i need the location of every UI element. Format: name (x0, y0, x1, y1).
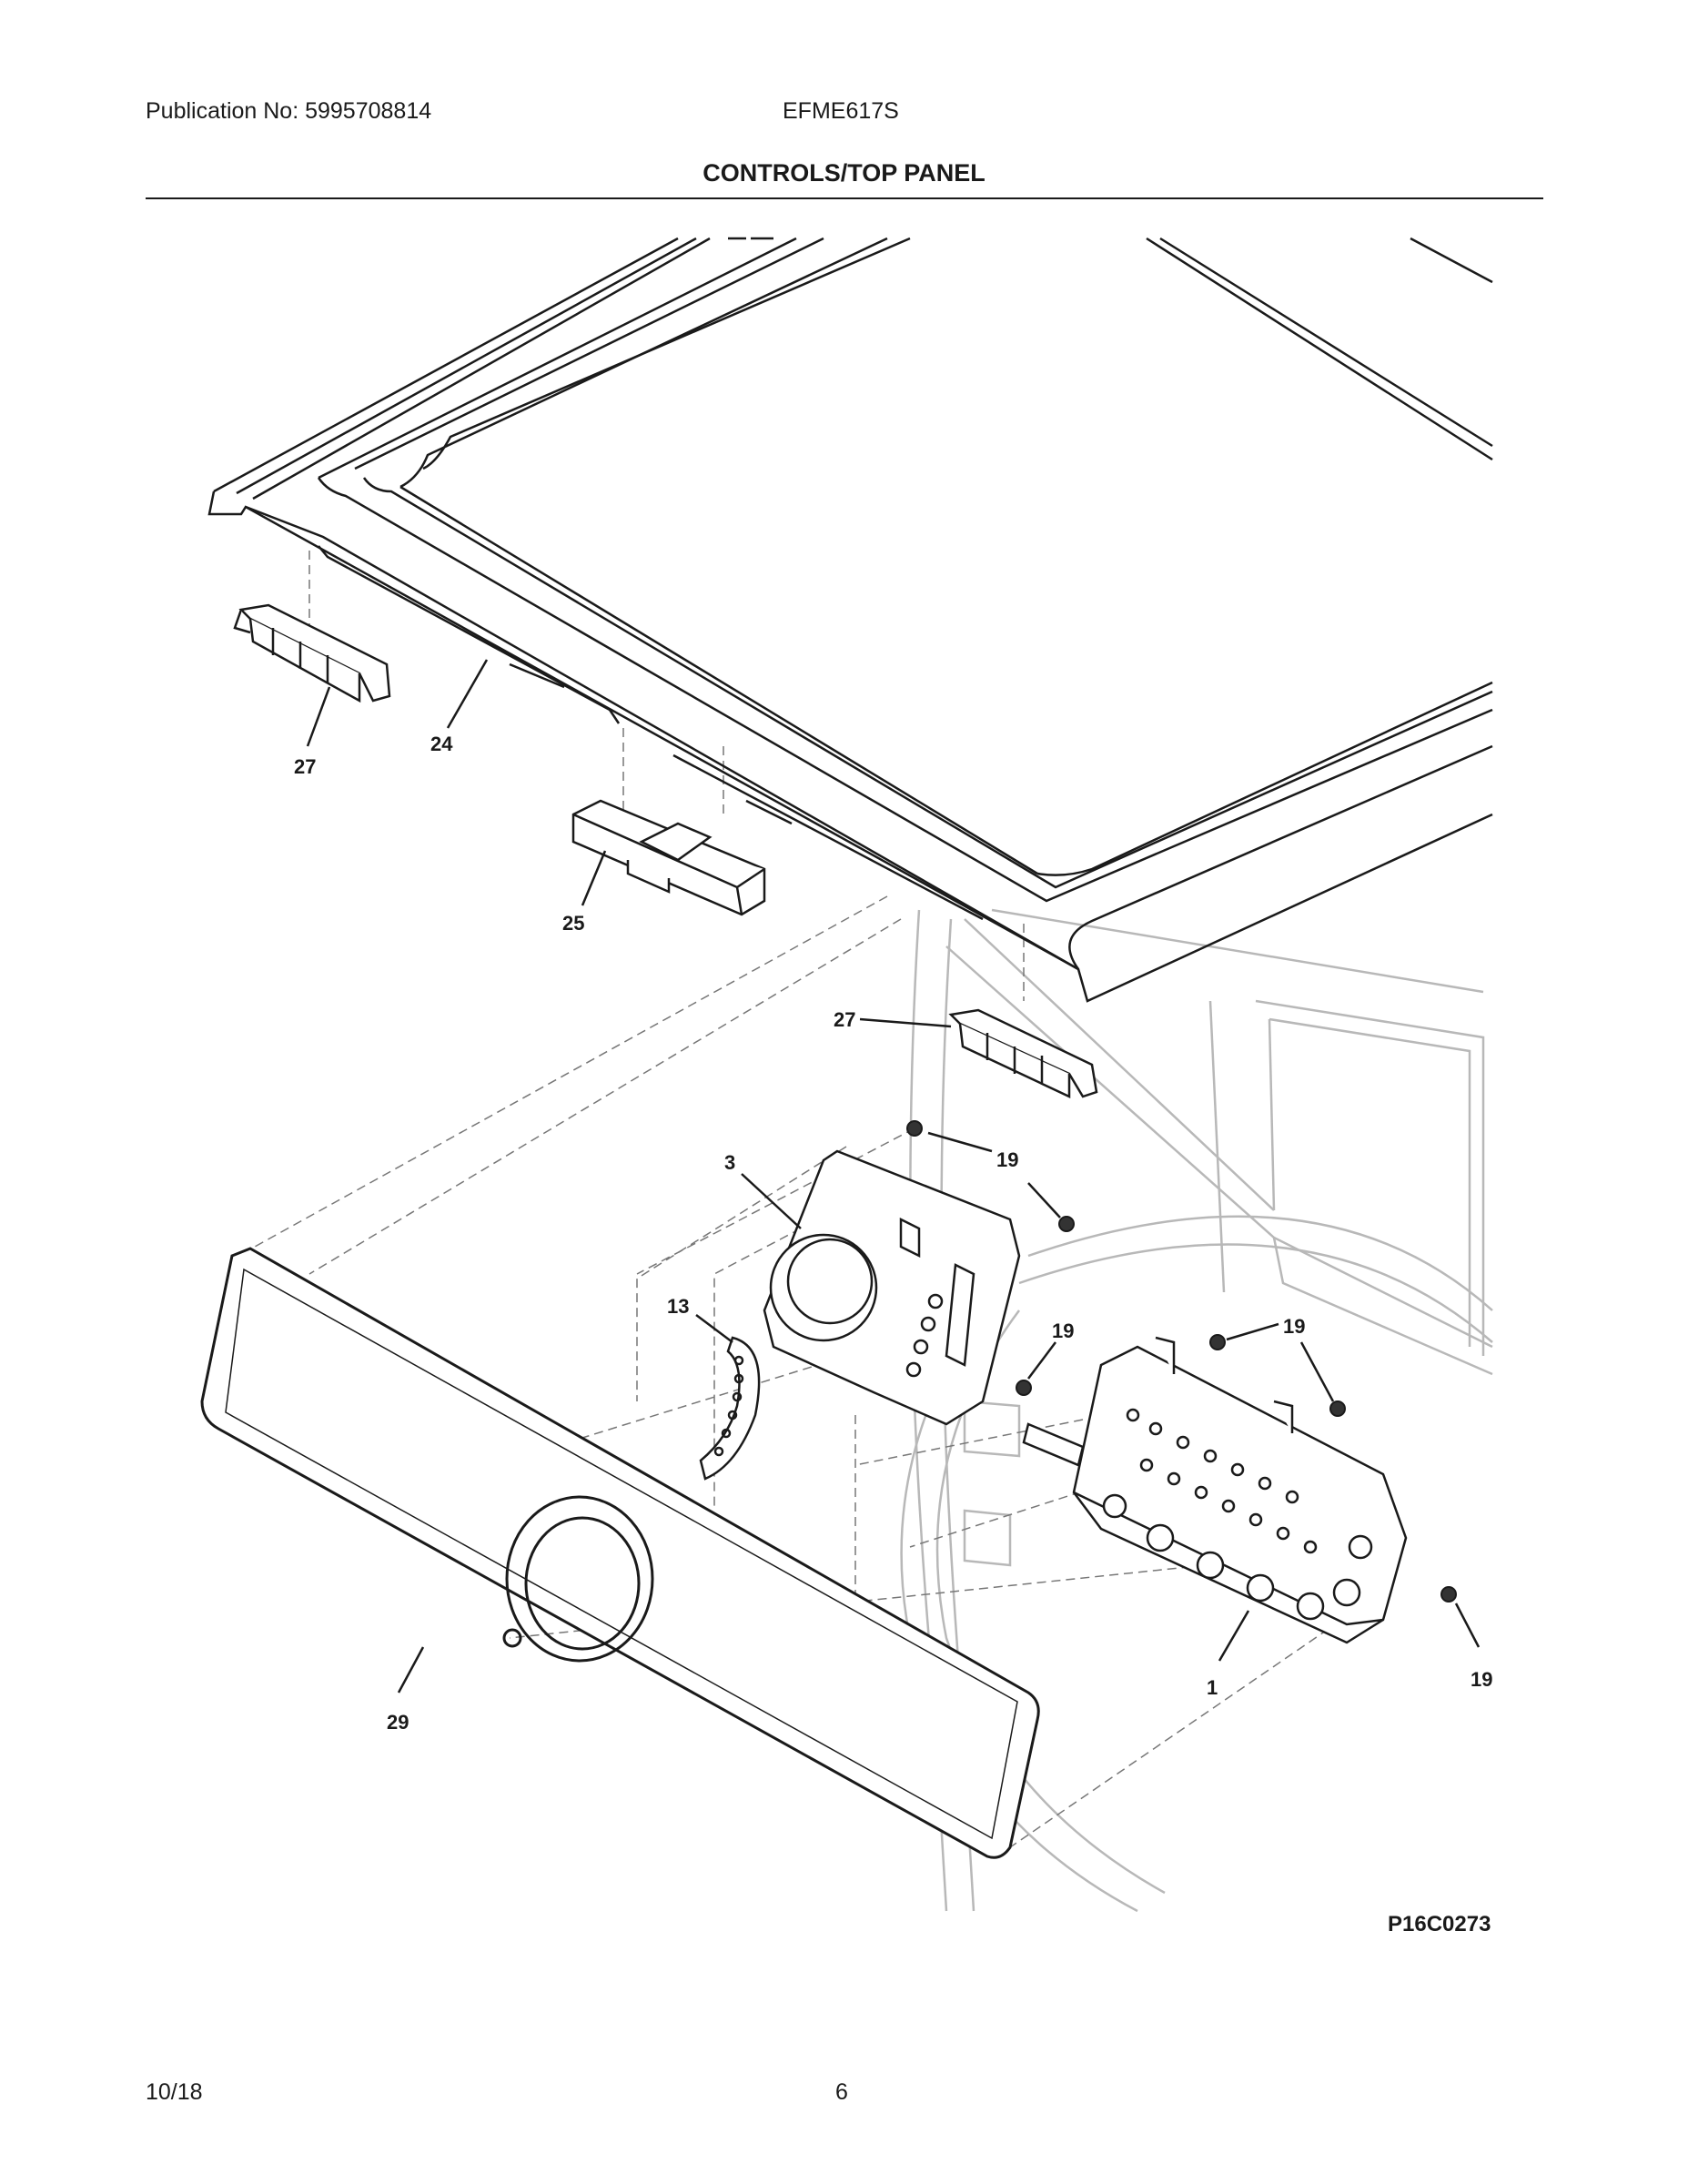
console-panel (200, 1247, 1040, 1859)
control-board (1022, 1336, 1408, 1644)
revision-date: 10/18 (146, 2079, 203, 2105)
callout-control-board: 1 (1207, 1676, 1218, 1699)
dispenser-cover (571, 799, 766, 916)
callout-screw-c: 19 (1283, 1315, 1305, 1338)
callout-top-panel: 24 (430, 733, 453, 755)
callout-knob-housing: 3 (724, 1151, 735, 1174)
title-rule (146, 197, 1543, 199)
callout-screw-a: 19 (996, 1148, 1018, 1171)
page-number: 6 (835, 2079, 848, 2105)
screws (906, 1120, 1457, 1603)
callout-end-cap-right: 27 (834, 1008, 855, 1031)
top-panel (207, 237, 1493, 1003)
end-cap-left (233, 603, 391, 703)
callout-screw-b: 19 (1052, 1320, 1074, 1342)
callout-light-guide: 13 (667, 1295, 689, 1318)
callout-end-cap-left: 27 (294, 755, 316, 778)
callout-leaders (306, 659, 1481, 1694)
light-guide (699, 1336, 761, 1481)
publication-number: Publication No: 5995708814 (146, 98, 432, 124)
page-title: CONTROLS/TOP PANEL (702, 159, 986, 187)
end-cap-right (948, 1008, 1098, 1098)
knob-housing (763, 1149, 1021, 1426)
callout-console-panel: 29 (387, 1711, 409, 1734)
figure-id: P16C0273 (1388, 1912, 1491, 1936)
callout-dispenser-cover: 25 (562, 912, 584, 935)
model-number: EFME617S (783, 98, 899, 124)
callout-screw-d: 19 (1471, 1668, 1492, 1691)
